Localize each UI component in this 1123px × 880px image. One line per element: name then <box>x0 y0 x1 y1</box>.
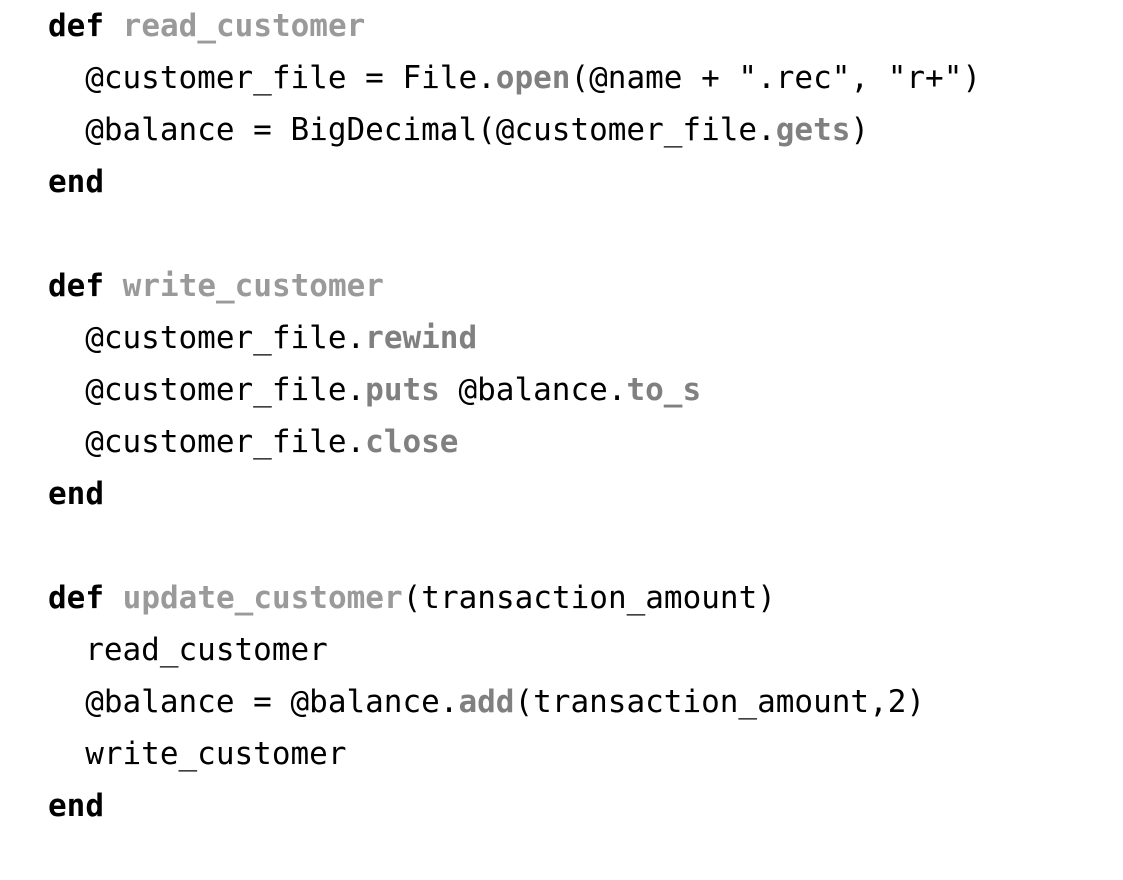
code-token-plain: ) <box>850 112 870 148</box>
code-token-defname: update_customer <box>122 580 403 616</box>
code-token-plain <box>104 580 123 616</box>
code-line: @customer_file.puts @balance.to_s <box>0 364 1123 416</box>
code-line: def write_customer <box>0 260 1123 312</box>
code-token-plain: write_customer <box>85 736 347 772</box>
code-line: @customer_file.rewind <box>0 312 1123 364</box>
code-token-plain: (transaction_amount,2) <box>514 684 926 720</box>
code-token-method: open <box>495 60 571 96</box>
code-line: def read_customer <box>0 0 1123 52</box>
code-token-keyword: end <box>48 164 104 200</box>
code-token-defname: write_customer <box>122 268 384 304</box>
code-line: end <box>0 780 1123 832</box>
code-token-plain <box>104 268 123 304</box>
code-token-plain: read_customer <box>85 632 328 668</box>
code-token-plain: @balance. <box>439 372 627 408</box>
code-token-keyword: end <box>48 788 104 824</box>
code-line: @balance = @balance.add(transaction_amou… <box>0 676 1123 728</box>
code-line: @customer_file = File.open(@name + ".rec… <box>0 52 1123 104</box>
code-token-keyword: def <box>48 268 104 304</box>
code-token-keyword: def <box>48 8 104 44</box>
code-token-defname: read_customer <box>122 8 366 44</box>
code-token-plain: @customer_file. <box>85 372 366 408</box>
code-blank-line <box>0 208 1123 260</box>
code-line: def update_customer(transaction_amount) <box>0 572 1123 624</box>
code-line: write_customer <box>0 728 1123 780</box>
code-token-plain: @customer_file. <box>85 320 366 356</box>
code-line: @customer_file.close <box>0 416 1123 468</box>
code-token-plain: @customer_file. <box>85 424 366 460</box>
code-token-plain: @balance = BigDecimal(@customer_file. <box>85 112 776 148</box>
code-token-plain: (transaction_amount) <box>402 580 776 616</box>
code-token-plain: @balance = @balance. <box>85 684 459 720</box>
code-token-plain <box>104 8 123 44</box>
code-token-method: close <box>365 424 459 460</box>
code-line: end <box>0 156 1123 208</box>
code-token-method: to_s <box>626 372 702 408</box>
code-token-keyword: end <box>48 476 104 512</box>
code-token-method: puts <box>365 372 440 408</box>
code-blank-line <box>0 520 1123 572</box>
code-token-method: gets <box>775 112 851 148</box>
code-token-method: rewind <box>365 320 478 356</box>
code-line: @balance = BigDecimal(@customer_file.get… <box>0 104 1123 156</box>
code-token-keyword: def <box>48 580 104 616</box>
code-token-method: add <box>458 684 515 720</box>
code-token-plain: @customer_file = File. <box>85 60 496 96</box>
code-line: end <box>0 468 1123 520</box>
code-token-plain: (@name + ".rec", "r+") <box>570 60 982 96</box>
code-line: read_customer <box>0 624 1123 676</box>
